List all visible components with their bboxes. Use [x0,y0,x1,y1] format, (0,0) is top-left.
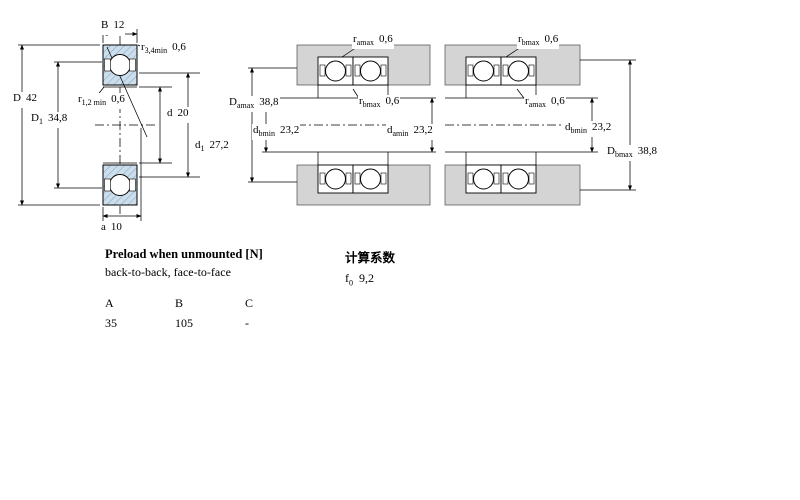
dim-value: 10 [110,221,122,233]
factor-symbol: f [345,271,349,285]
factor-f0: f0 9,2 [345,271,395,287]
dim-symbol: d [195,139,201,151]
right-view-pair [444,44,636,206]
dim-value: 38,8 [637,145,657,157]
dim-value: 23,2 [279,124,300,136]
dim-value: 38,8 [259,96,279,108]
dim-label-ramax-mid: ramax 0,6 [352,33,394,50]
dim-symbol: B [101,19,109,31]
dim-label-d: d 20 [166,107,190,124]
preload-value: 105 [175,316,193,330]
cage-marks [104,58,136,192]
dim-value: 0,6 [172,41,186,53]
dim-value: 0,6 [379,33,393,45]
dim-symbol: D [31,112,39,124]
dim-label-damin: damin 23,2 [386,124,434,141]
dim-value: 23,2 [413,124,433,136]
preload-title: Preload when unmounted [N] [105,247,263,261]
dim-label-D1: D1 34,8 [30,112,69,129]
right-dimension-lines [505,44,636,191]
dim-subscript: amax [528,100,546,110]
dim-subscript: bmin [570,126,587,136]
dim-subscript: 1,2 min [81,98,107,108]
dim-label-r34: r3,4min 0,6 [140,41,187,58]
preload-col-header: B [175,296,184,310]
dim-value: 0,6 [544,33,559,45]
dim-subscript: bmax [362,100,381,110]
dim-subscript: amin [392,129,409,139]
balls [325,60,381,190]
dim-label-ramax-right: ramax 0,6 [524,95,566,112]
dim-symbol: r [141,41,145,53]
dim-value: 20 [177,107,189,119]
dim-subscript: bmin [258,129,275,139]
dim-subscript: amax [236,101,255,111]
dim-value: 23,2 [591,121,612,133]
dim-symbol: r [78,93,82,105]
dim-symbol: D [13,92,21,104]
dim-symbol: r [518,33,522,45]
dim-label-a: a 10 [100,221,123,238]
dim-subscript: bmax [614,150,633,160]
dim-subscript: bmax [521,38,540,48]
dim-label-r12: r1,2 min 0,6 [77,93,126,110]
dim-value: 42 [25,92,37,104]
dim-symbol: r [359,95,363,107]
dim-label-rbmax-mid: rbmax 0,6 [358,95,401,112]
dim-symbol: d [253,124,259,136]
factor-subscript: 0 [349,278,353,288]
factor-value: 9,2 [359,271,374,285]
dim-value: 12 [113,19,125,31]
cage-marks [467,64,535,185]
preload-value: 35 [105,316,117,330]
dim-subscript: amax [356,38,374,48]
preload-table: A B C 35 105 - [105,296,315,331]
preload-col-header: A [105,296,114,310]
dim-label-Damax: Damax 38,8 [228,96,280,113]
dim-subscript: 1 [38,117,43,127]
dim-label-dbmin-mid: dbmin 23,2 [252,124,301,141]
dim-symbol: r [525,95,529,107]
preload-value: - [245,316,249,330]
dim-symbol: D [229,96,237,108]
dim-subscript: 3,4min [144,46,168,56]
dim-label-D: D 42 [12,92,38,109]
preload-col-header: C [245,296,254,310]
dim-symbol: d [167,107,173,119]
preload-section: Preload when unmounted [N] back-to-back,… [105,247,315,331]
ball-top [109,54,131,76]
dim-value: 0,6 [385,95,400,107]
left-view-cross-section [18,29,200,221]
dim-subscript: 1 [200,144,205,154]
dim-symbol: d [565,121,571,133]
dim-symbol: d [387,124,393,136]
dim-symbol: r [353,33,357,45]
dim-value: 34,8 [47,112,68,124]
dim-symbol: a [101,221,106,233]
dim-value: 0,6 [111,93,125,105]
dim-label-dbmin-right: dbmin 23,2 [564,121,613,138]
dim-label-d1: d1 27,2 [194,139,230,156]
balls [473,60,529,190]
factors-title: 计算系数 [345,251,396,265]
dim-label-Dbmax: Dbmax 38,8 [606,145,658,162]
dim-value: 0,6 [551,95,565,107]
ball-bottom [109,174,131,196]
middle-view-pair [248,44,436,206]
dim-symbol: D [607,145,615,157]
dim-label-rbmax-right: rbmax 0,6 [517,33,560,50]
dim-label-B: B 12 [100,19,126,36]
calculation-factors-section: 计算系数 f0 9,2 [345,247,395,287]
cage-marks [319,64,387,185]
dim-value: 27,2 [209,139,229,151]
preload-subtitle: back-to-back, face-to-face [105,265,231,279]
